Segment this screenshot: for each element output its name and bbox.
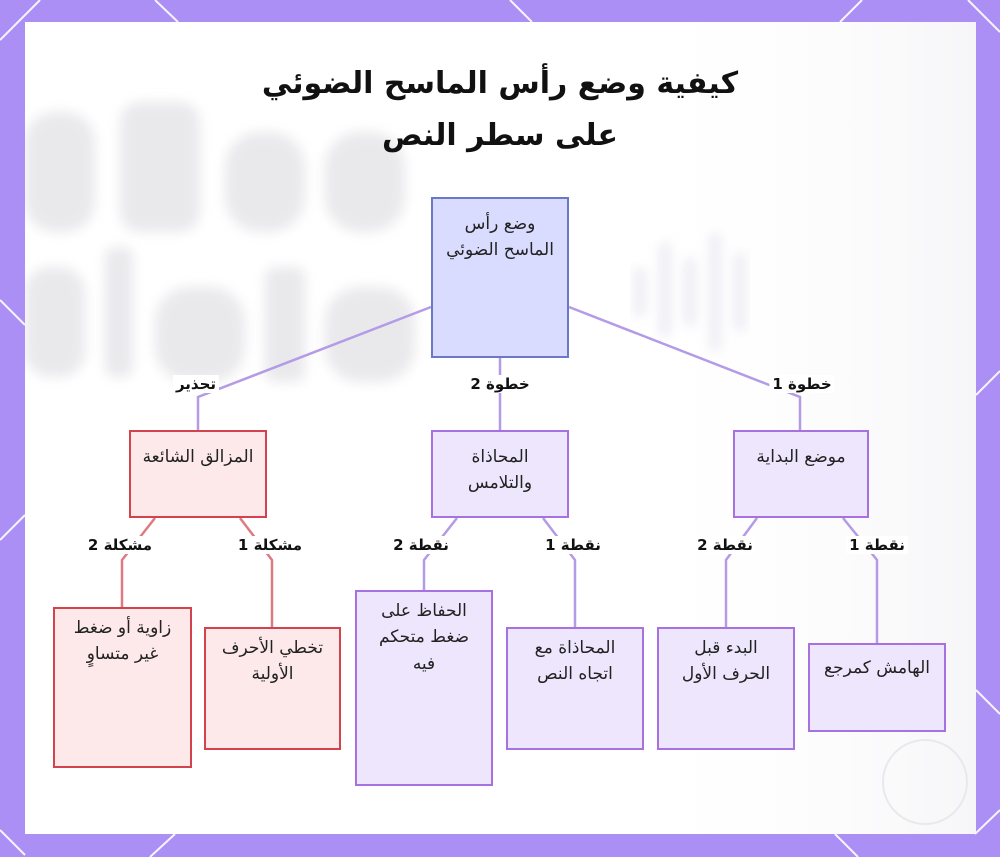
node-align-text-direction-label: المحاذاة مع اتجاه النص [534,638,616,685]
node-root: وضع رأس الماسح الضوئي [431,197,569,358]
node-uneven-angle-pressure: زاوية أو ضغط غير متساوٍ [53,607,192,768]
edge-align-pressure [422,517,458,590]
edge-label-point1-align: نقطة 1 [542,536,604,554]
node-alignment-label: المحاذاة والتلامس [467,447,533,494]
diagram-title-line1: كيفية وضع رأس الماسح الضوئي [261,66,739,101]
node-skip-first-letters: تخطي الأحرف الأولية [204,627,341,750]
node-start-position: موضع البداية [733,430,869,518]
diagram-title-line2: على سطر النص [381,118,619,153]
node-keep-controlled-pressure-label: الحفاظ على ضغط متحكم فيه [378,601,470,674]
node-start-before-first-letter: البدء قبل الحرف الأول [657,627,795,750]
node-pitfalls: المزالق الشائعة [129,430,267,518]
node-alignment: المحاذاة والتلامس [431,430,569,518]
edge-start-margin [842,517,879,643]
edge-label-warning: تحذير [172,375,220,393]
edge-label-point2-align: نقطة 2 [390,536,452,554]
edge-label-point1-start: نقطة 1 [846,536,908,554]
node-root-label: وضع رأس الماسح الضوئي [446,214,554,261]
node-uneven-angle-pressure-label: زاوية أو ضغط غير متساوٍ [73,618,172,665]
node-skip-first-letters-label: تخطي الأحرف الأولية [221,638,324,685]
edge-root-pitfalls [196,305,432,430]
edge-pitfalls-skip [239,517,274,627]
node-align-text-direction: المحاذاة مع اتجاه النص [506,627,644,750]
edge-label-point2-start: نقطة 2 [694,536,756,554]
edge-start-before [724,517,759,627]
edge-label-problem1: مشكلة 1 [234,536,306,554]
edge-label-problem2: مشكلة 2 [84,536,156,554]
node-keep-controlled-pressure: الحفاظ على ضغط متحكم فيه [355,590,493,786]
node-start-position-label: موضع البداية [756,447,846,467]
node-margin-reference-label: الهامش كمرجع [824,658,930,678]
edge-label-step1: خطوة 1 [769,375,835,393]
node-pitfalls-label: المزالق الشائعة [142,447,254,467]
edge-align-direction [542,517,577,627]
edge-label-step2: خطوة 2 [467,375,533,393]
node-start-before-first-letter-label: البدء قبل الحرف الأول [681,638,771,685]
edge-root-start [568,305,802,430]
node-margin-reference: الهامش كمرجع [808,643,946,732]
edge-pitfalls-angle [120,517,156,607]
